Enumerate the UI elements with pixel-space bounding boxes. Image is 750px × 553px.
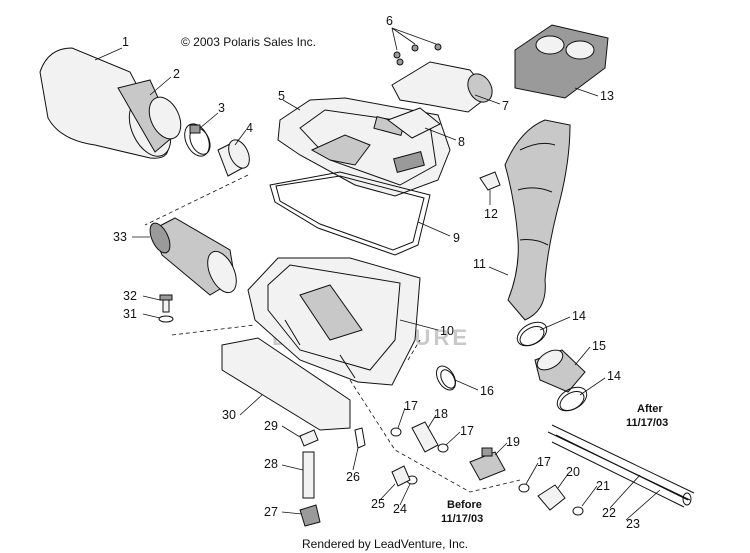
note-before-line2: 11/17/03	[441, 513, 483, 525]
callout-23: 23	[626, 517, 640, 531]
callout-20: 20	[566, 465, 580, 479]
note-after: After 11/17/03	[626, 403, 668, 429]
callout-32: 32	[123, 289, 137, 303]
part-clip-12	[479, 171, 501, 191]
part-clamp-17a	[390, 427, 402, 437]
callout-3: 3	[218, 101, 225, 115]
callout-21: 21	[596, 479, 610, 493]
note-after-line2: 11/17/03	[626, 417, 668, 429]
part-fitting-25	[391, 465, 411, 487]
part-clamp-17c	[518, 483, 530, 493]
callout-17a: 17	[404, 399, 418, 413]
part-clamp-3	[184, 123, 211, 157]
callout-9: 9	[453, 231, 460, 245]
part-drain-fitting	[299, 429, 321, 527]
leader-lines	[94, 27, 661, 521]
part-clamp-21	[572, 506, 584, 516]
part-airbox-base	[247, 257, 421, 386]
copyright-text: © 2003 Polaris Sales Inc.	[181, 35, 316, 49]
part-tubes-22-23	[547, 424, 695, 508]
part-screws-6	[393, 43, 442, 66]
part-inlet-boot	[149, 217, 237, 296]
callout-2: 2	[173, 67, 180, 81]
part-valve-19	[469, 447, 506, 481]
part-coupler-4	[217, 139, 250, 177]
callout-33: 33	[113, 230, 127, 244]
callout-6: 6	[386, 14, 393, 28]
part-duct-hose	[504, 119, 571, 321]
note-before: Before 11/17/03	[441, 499, 483, 525]
callout-25: 25	[371, 497, 385, 511]
callout-5: 5	[278, 89, 285, 103]
part-clamp-14a	[516, 321, 548, 347]
part-washer-31	[158, 315, 174, 323]
callout-14a: 14	[572, 309, 586, 323]
callout-29: 29	[264, 419, 278, 433]
callout-22: 22	[602, 506, 616, 520]
footer-credit: Rendered by LeadVenture, Inc.	[302, 537, 468, 551]
callout-12: 12	[484, 207, 498, 221]
part-cover-13	[514, 24, 609, 99]
callout-15: 15	[592, 339, 606, 353]
callout-13: 13	[600, 89, 614, 103]
callout-8: 8	[458, 135, 465, 149]
part-hose-18	[411, 421, 439, 453]
callout-1: 1	[122, 35, 129, 49]
callout-18: 18	[434, 407, 448, 421]
part-clip-26	[354, 427, 366, 449]
part-gasket	[269, 171, 431, 256]
callout-19: 19	[506, 435, 520, 449]
callout-26: 26	[346, 470, 360, 484]
part-coupler-15	[534, 349, 586, 393]
part-hose-20	[537, 484, 566, 511]
part-intake-snorkel	[386, 61, 493, 139]
part-pad-30	[221, 337, 351, 431]
part-air-filter	[39, 47, 182, 159]
callout-24: 24	[393, 502, 407, 516]
callout-30: 30	[222, 408, 236, 422]
callout-labels: 1 2 3 4 5 6 7 8 9 10 11 12 13 14 14 15 1…	[113, 14, 640, 531]
callout-10: 10	[440, 324, 454, 338]
part-clamp-17b	[437, 443, 449, 453]
callout-16: 16	[480, 384, 494, 398]
callout-14b: 14	[607, 369, 621, 383]
callout-27: 27	[264, 505, 278, 519]
callout-4: 4	[246, 121, 253, 135]
callout-17c: 17	[537, 455, 551, 469]
callout-28: 28	[264, 457, 278, 471]
callout-11: 11	[473, 257, 486, 271]
note-after-line1: After	[637, 403, 663, 415]
part-bolt-32	[159, 294, 173, 313]
part-clamp-16	[436, 365, 456, 391]
callout-7: 7	[502, 99, 509, 113]
callout-17b: 17	[460, 424, 474, 438]
callout-31: 31	[123, 307, 137, 321]
note-before-line1: Before	[447, 499, 482, 511]
